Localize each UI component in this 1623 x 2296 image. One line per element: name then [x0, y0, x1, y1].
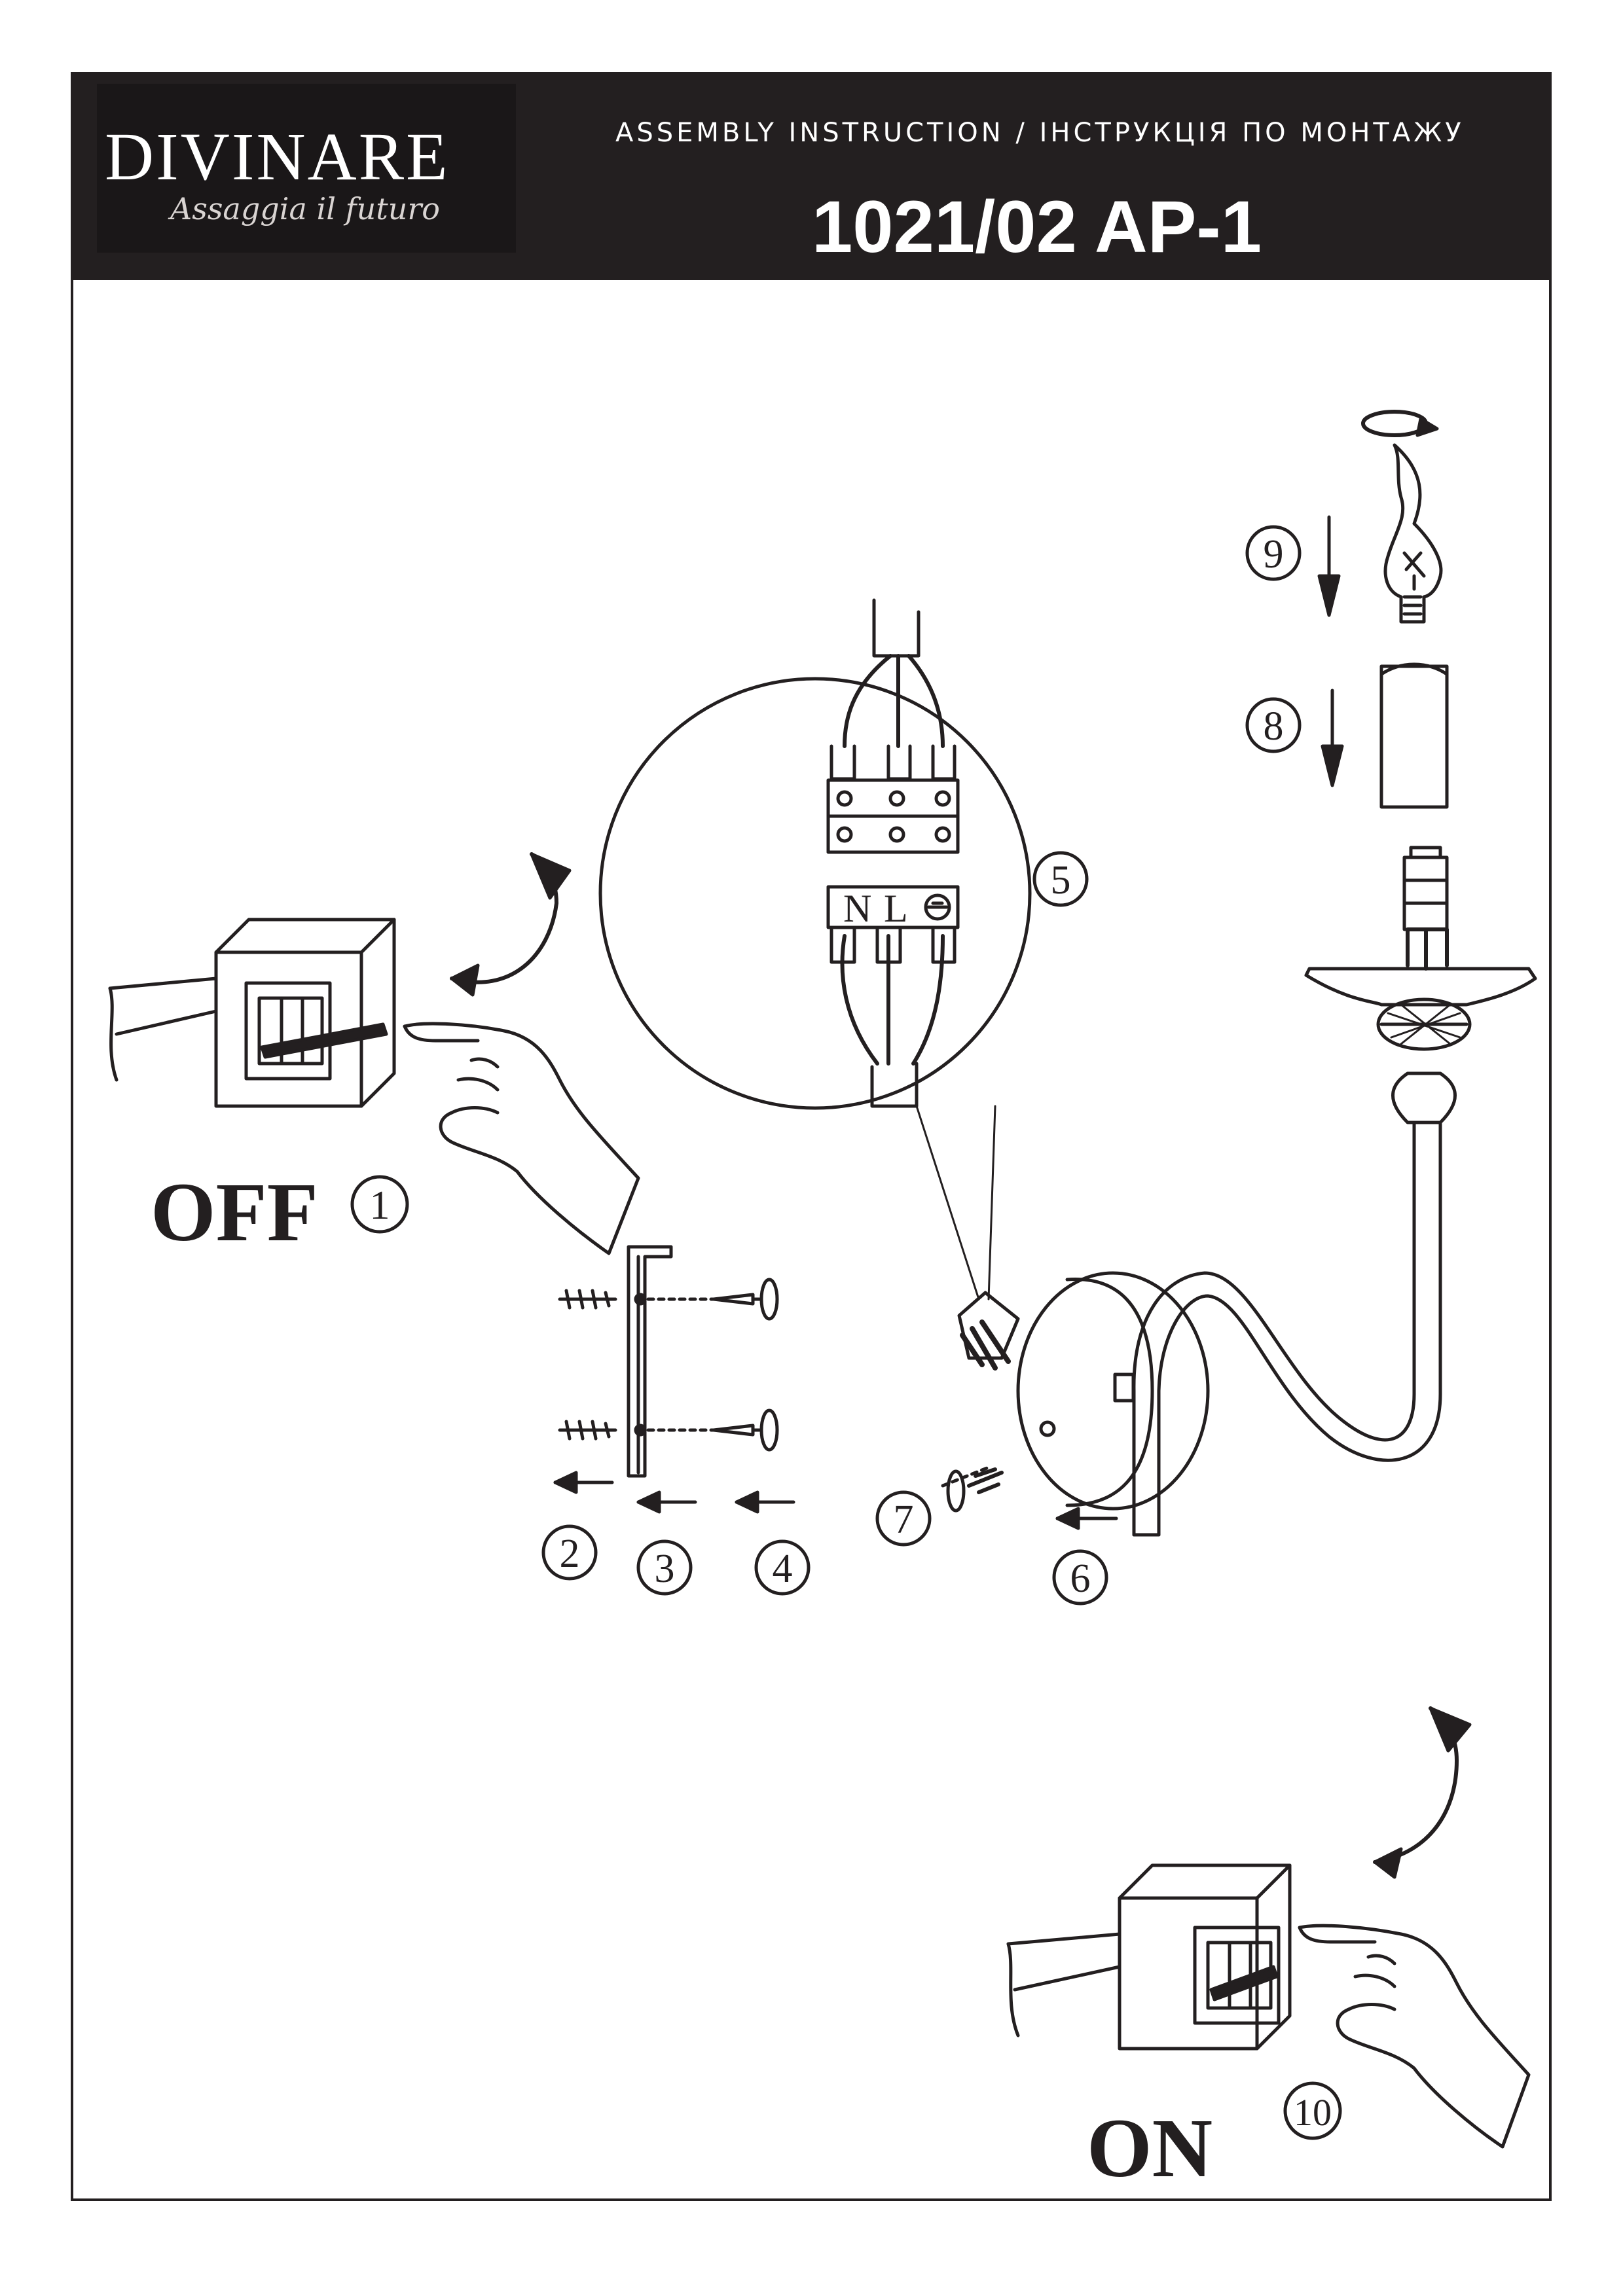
step-1-badge [350, 1175, 409, 1234]
step-1-number: 1 [370, 1183, 390, 1228]
brand-tagline: Assaggia il futuro [170, 191, 441, 226]
step-10-badge [1283, 2081, 1342, 2140]
wall-lamp-body-illustration [941, 846, 1537, 1537]
step-7-number: 7 [894, 1498, 914, 1542]
step-8-badge [1245, 697, 1302, 753]
brand-logo [97, 84, 516, 253]
step-9-number: 9 [1264, 532, 1284, 577]
switch-off-illustration [108, 852, 640, 1255]
step-2-number: 2 [560, 1532, 580, 1576]
step-7-badge [875, 1490, 932, 1547]
model-number: 1021/02 AP-1 [812, 186, 1262, 268]
step-8-number: 8 [1264, 704, 1284, 749]
step-5-badge [1032, 851, 1089, 907]
step-5-number: 5 [1051, 858, 1071, 903]
step-3-badge [636, 1539, 693, 1596]
step-9-badge [1245, 525, 1302, 581]
on-label: ON [1087, 2102, 1213, 2195]
step-10-number: 10 [1294, 2091, 1332, 2134]
step-6-badge [1052, 1549, 1108, 1605]
document-subtitle: ASSEMBLY INSTRUCTION / ІНСТРУКЦІЯ ПО МОН… [615, 118, 1465, 148]
step-6-number: 6 [1070, 1556, 1091, 1601]
switch-on-illustration [1006, 1706, 1531, 2149]
step-2-badge [541, 1524, 598, 1581]
step-3-number: 3 [655, 1547, 675, 1591]
step-4-number: 4 [773, 1547, 793, 1591]
step-4-badge [754, 1539, 811, 1596]
live-label: L [884, 887, 908, 930]
candle-tube-and-bulb-illustration [1317, 410, 1449, 809]
neutral-label: N [843, 887, 871, 930]
mounting-bracket-illustration [553, 1245, 795, 1514]
wiring-detail-illustration [598, 598, 1032, 1300]
off-label: OFF [151, 1166, 318, 1259]
brand-name: DIVINARE [105, 119, 450, 194]
